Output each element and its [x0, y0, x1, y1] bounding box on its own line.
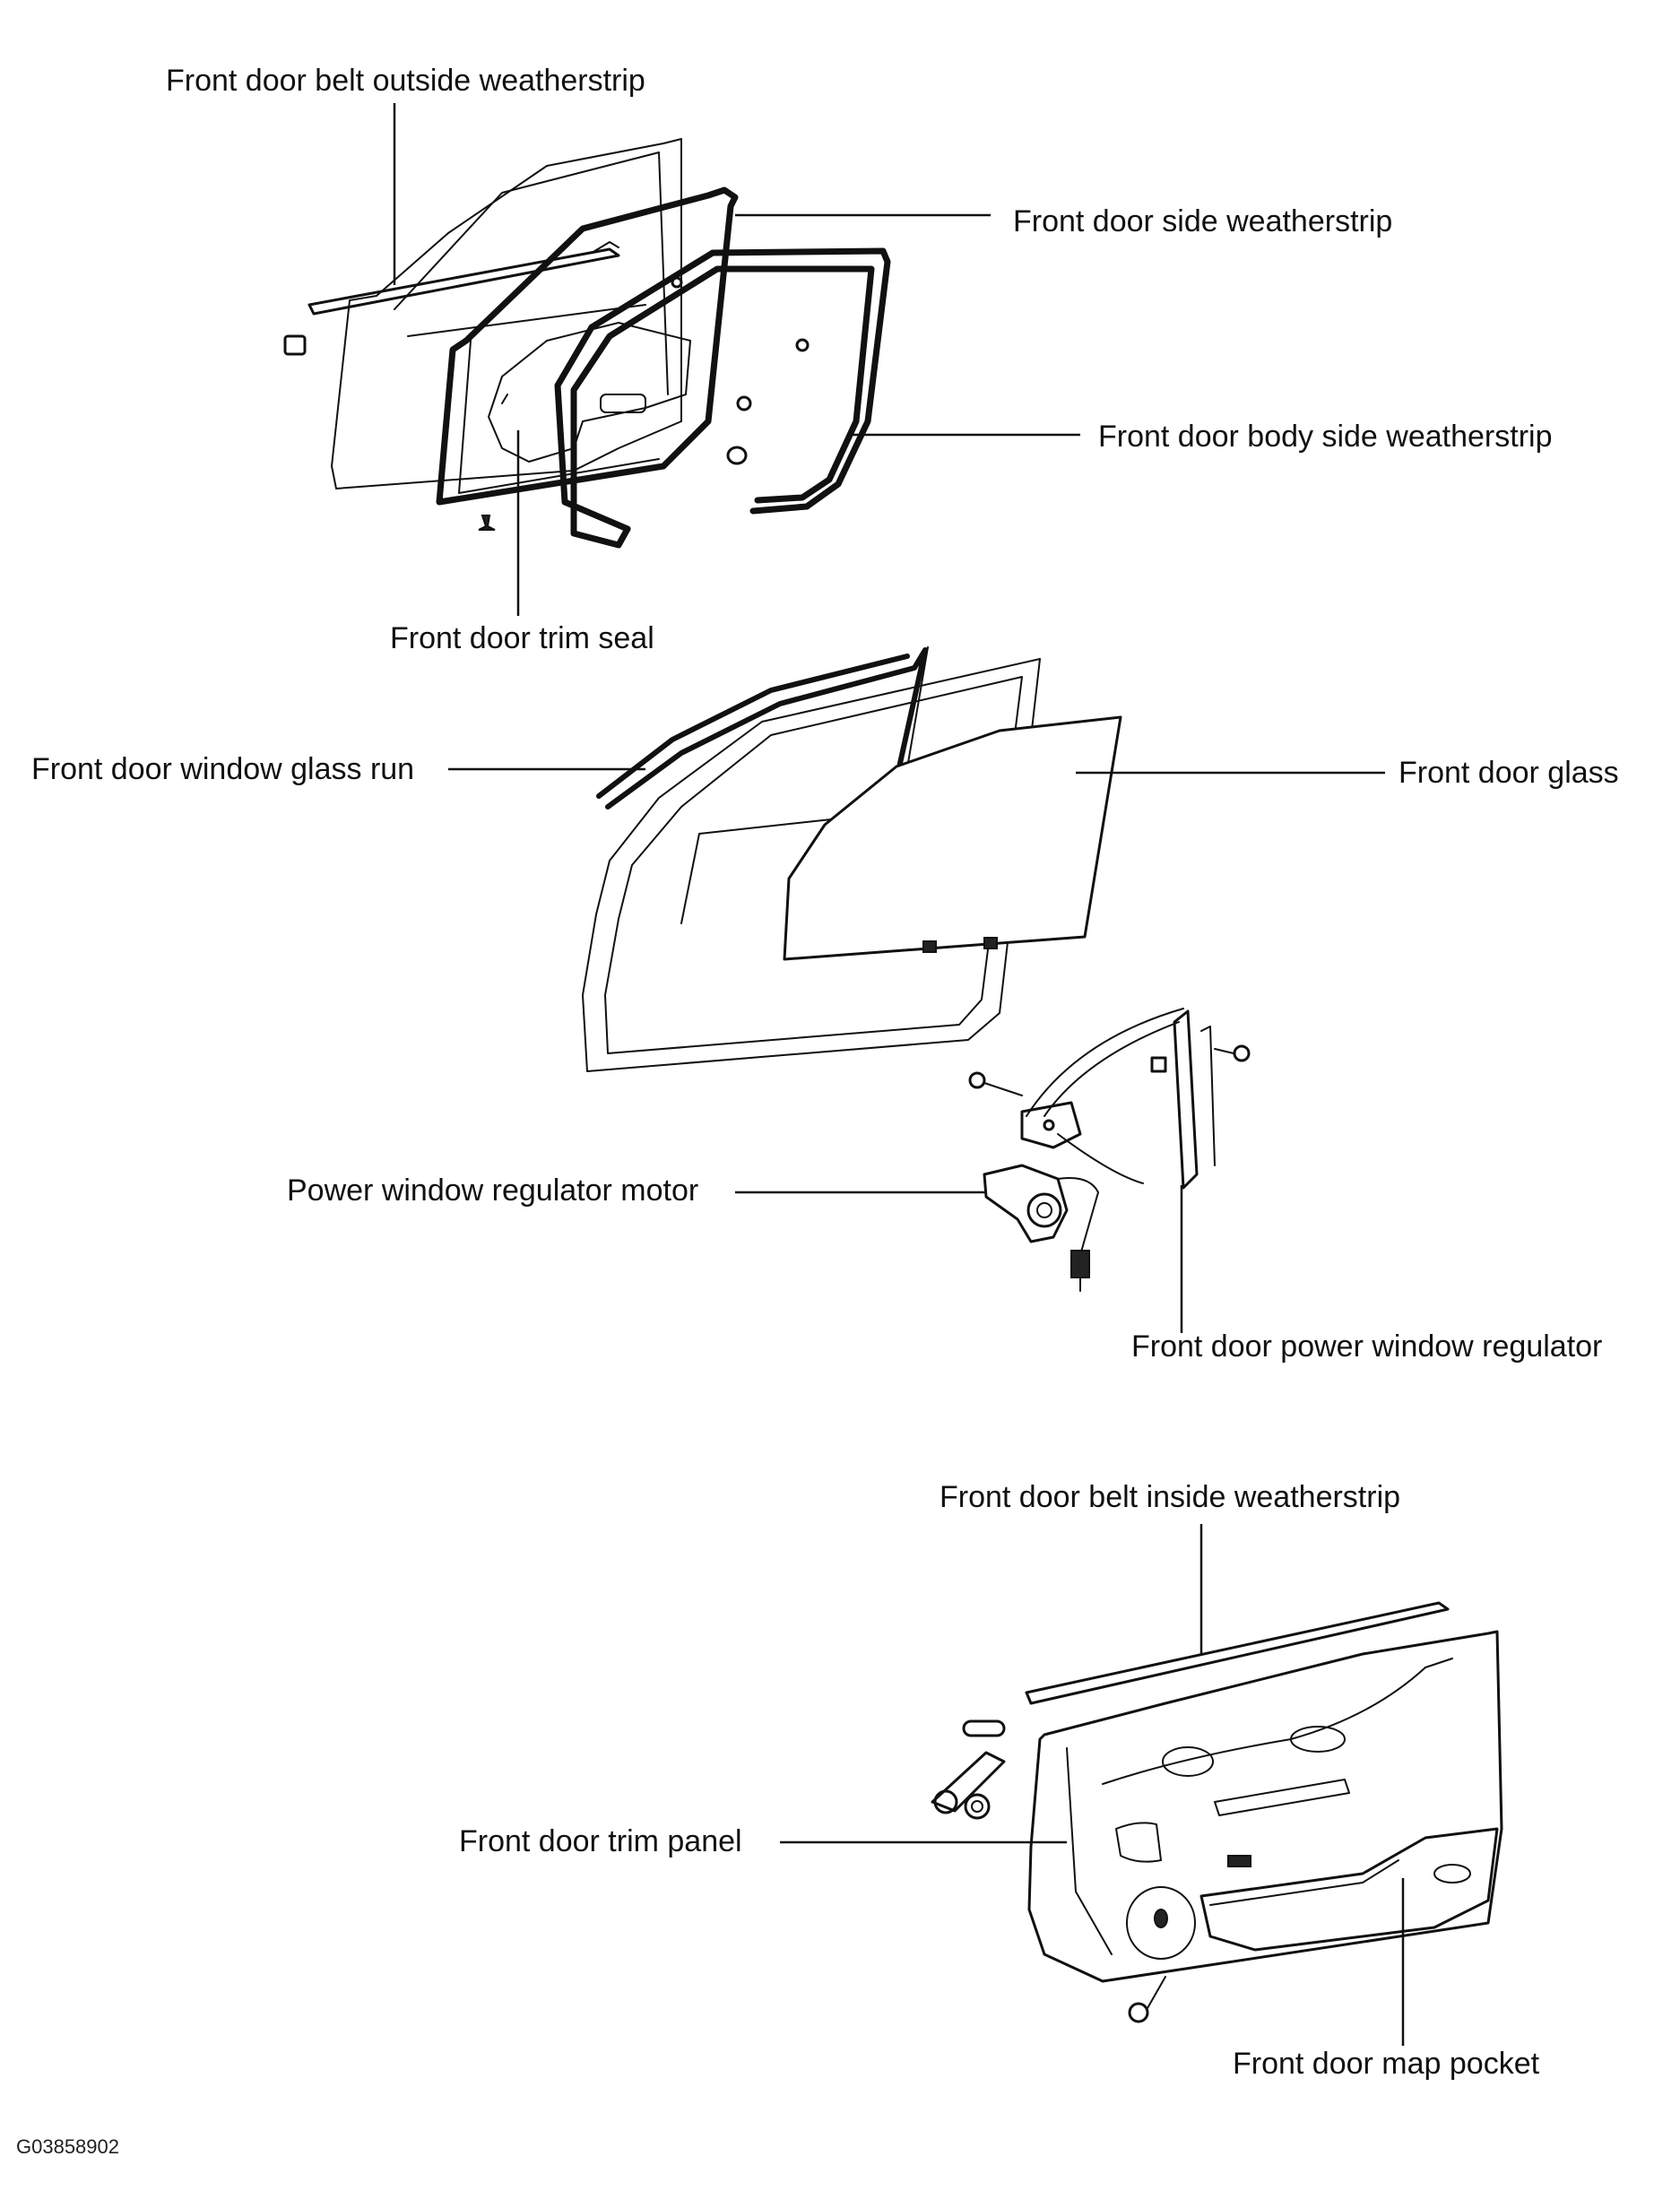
side-weatherstrip	[436, 186, 739, 506]
clip-left	[283, 334, 307, 356]
power-window-switch	[1214, 1779, 1350, 1816]
label-trim-panel: Front door trim panel	[459, 1824, 742, 1858]
fastener-4	[726, 446, 748, 465]
regulator-arc	[1026, 1008, 1184, 1117]
regulator-rail	[1173, 1009, 1199, 1190]
door-glass-pane	[783, 715, 1122, 961]
trim-seal-shape	[488, 322, 691, 463]
middle-door-assembly	[448, 646, 1385, 1333]
label-body-side-weatherstrip: Front door body side weatherstrip	[1098, 420, 1553, 454]
label-belt-inside-weatherstrip: Front door belt inside weatherstrip	[940, 1480, 1401, 1514]
speaker-grille	[1126, 1886, 1196, 1960]
label-power-window-regulator: Front door power window regulator	[1131, 1329, 1603, 1364]
door-shell-window-frame	[394, 152, 669, 395]
regulator-bracket	[1020, 1101, 1082, 1149]
inner-handle-recess	[1162, 1746, 1214, 1777]
handle-bezel	[964, 1793, 991, 1820]
glass-mount-2	[983, 937, 998, 949]
label-trim-seal: Front door trim seal	[390, 621, 654, 655]
belt-outside-weatherstrip	[307, 247, 620, 316]
regulator-motor-body	[983, 1164, 1069, 1243]
fastener-3	[671, 276, 683, 289]
label-glass-run: Front door window glass run	[31, 752, 415, 786]
glass-mount-1	[922, 940, 937, 953]
regulator-bolt-right	[1233, 1044, 1251, 1062]
map-pocket	[1199, 1827, 1499, 1952]
figure-code: G03858902	[16, 2135, 119, 2158]
regulator-arc-lower	[1057, 1133, 1144, 1184]
body-side-weatherstrip	[554, 247, 891, 533]
top-door-assembly	[283, 103, 1080, 616]
label-map-pocket: Front door map pocket	[1233, 2047, 1540, 2081]
handle-trim	[962, 1719, 1006, 1737]
panel-clip	[1128, 2002, 1149, 2023]
fastener-1	[736, 395, 752, 411]
label-door-glass: Front door glass	[1399, 756, 1619, 790]
fastener-2	[795, 338, 810, 352]
window-glass-run	[605, 647, 928, 810]
push-pin	[478, 515, 496, 531]
label-regulator-motor: Power window regulator motor	[287, 1173, 699, 1208]
regulator-bolt-left	[968, 1071, 986, 1089]
bottom-trim-assembly	[780, 1524, 1503, 2046]
motor-gear-icon	[1026, 1192, 1062, 1228]
panel-screw	[1227, 1855, 1251, 1867]
inner-handle	[931, 1751, 1006, 1813]
belt-inside-weatherstrip	[1025, 1601, 1450, 1705]
motor-connector	[1070, 1250, 1090, 1278]
label-belt-outside-weatherstrip: Front door belt outside weatherstrip	[166, 64, 645, 98]
label-side-weatherstrip: Front door side weatherstrip	[1013, 204, 1393, 238]
